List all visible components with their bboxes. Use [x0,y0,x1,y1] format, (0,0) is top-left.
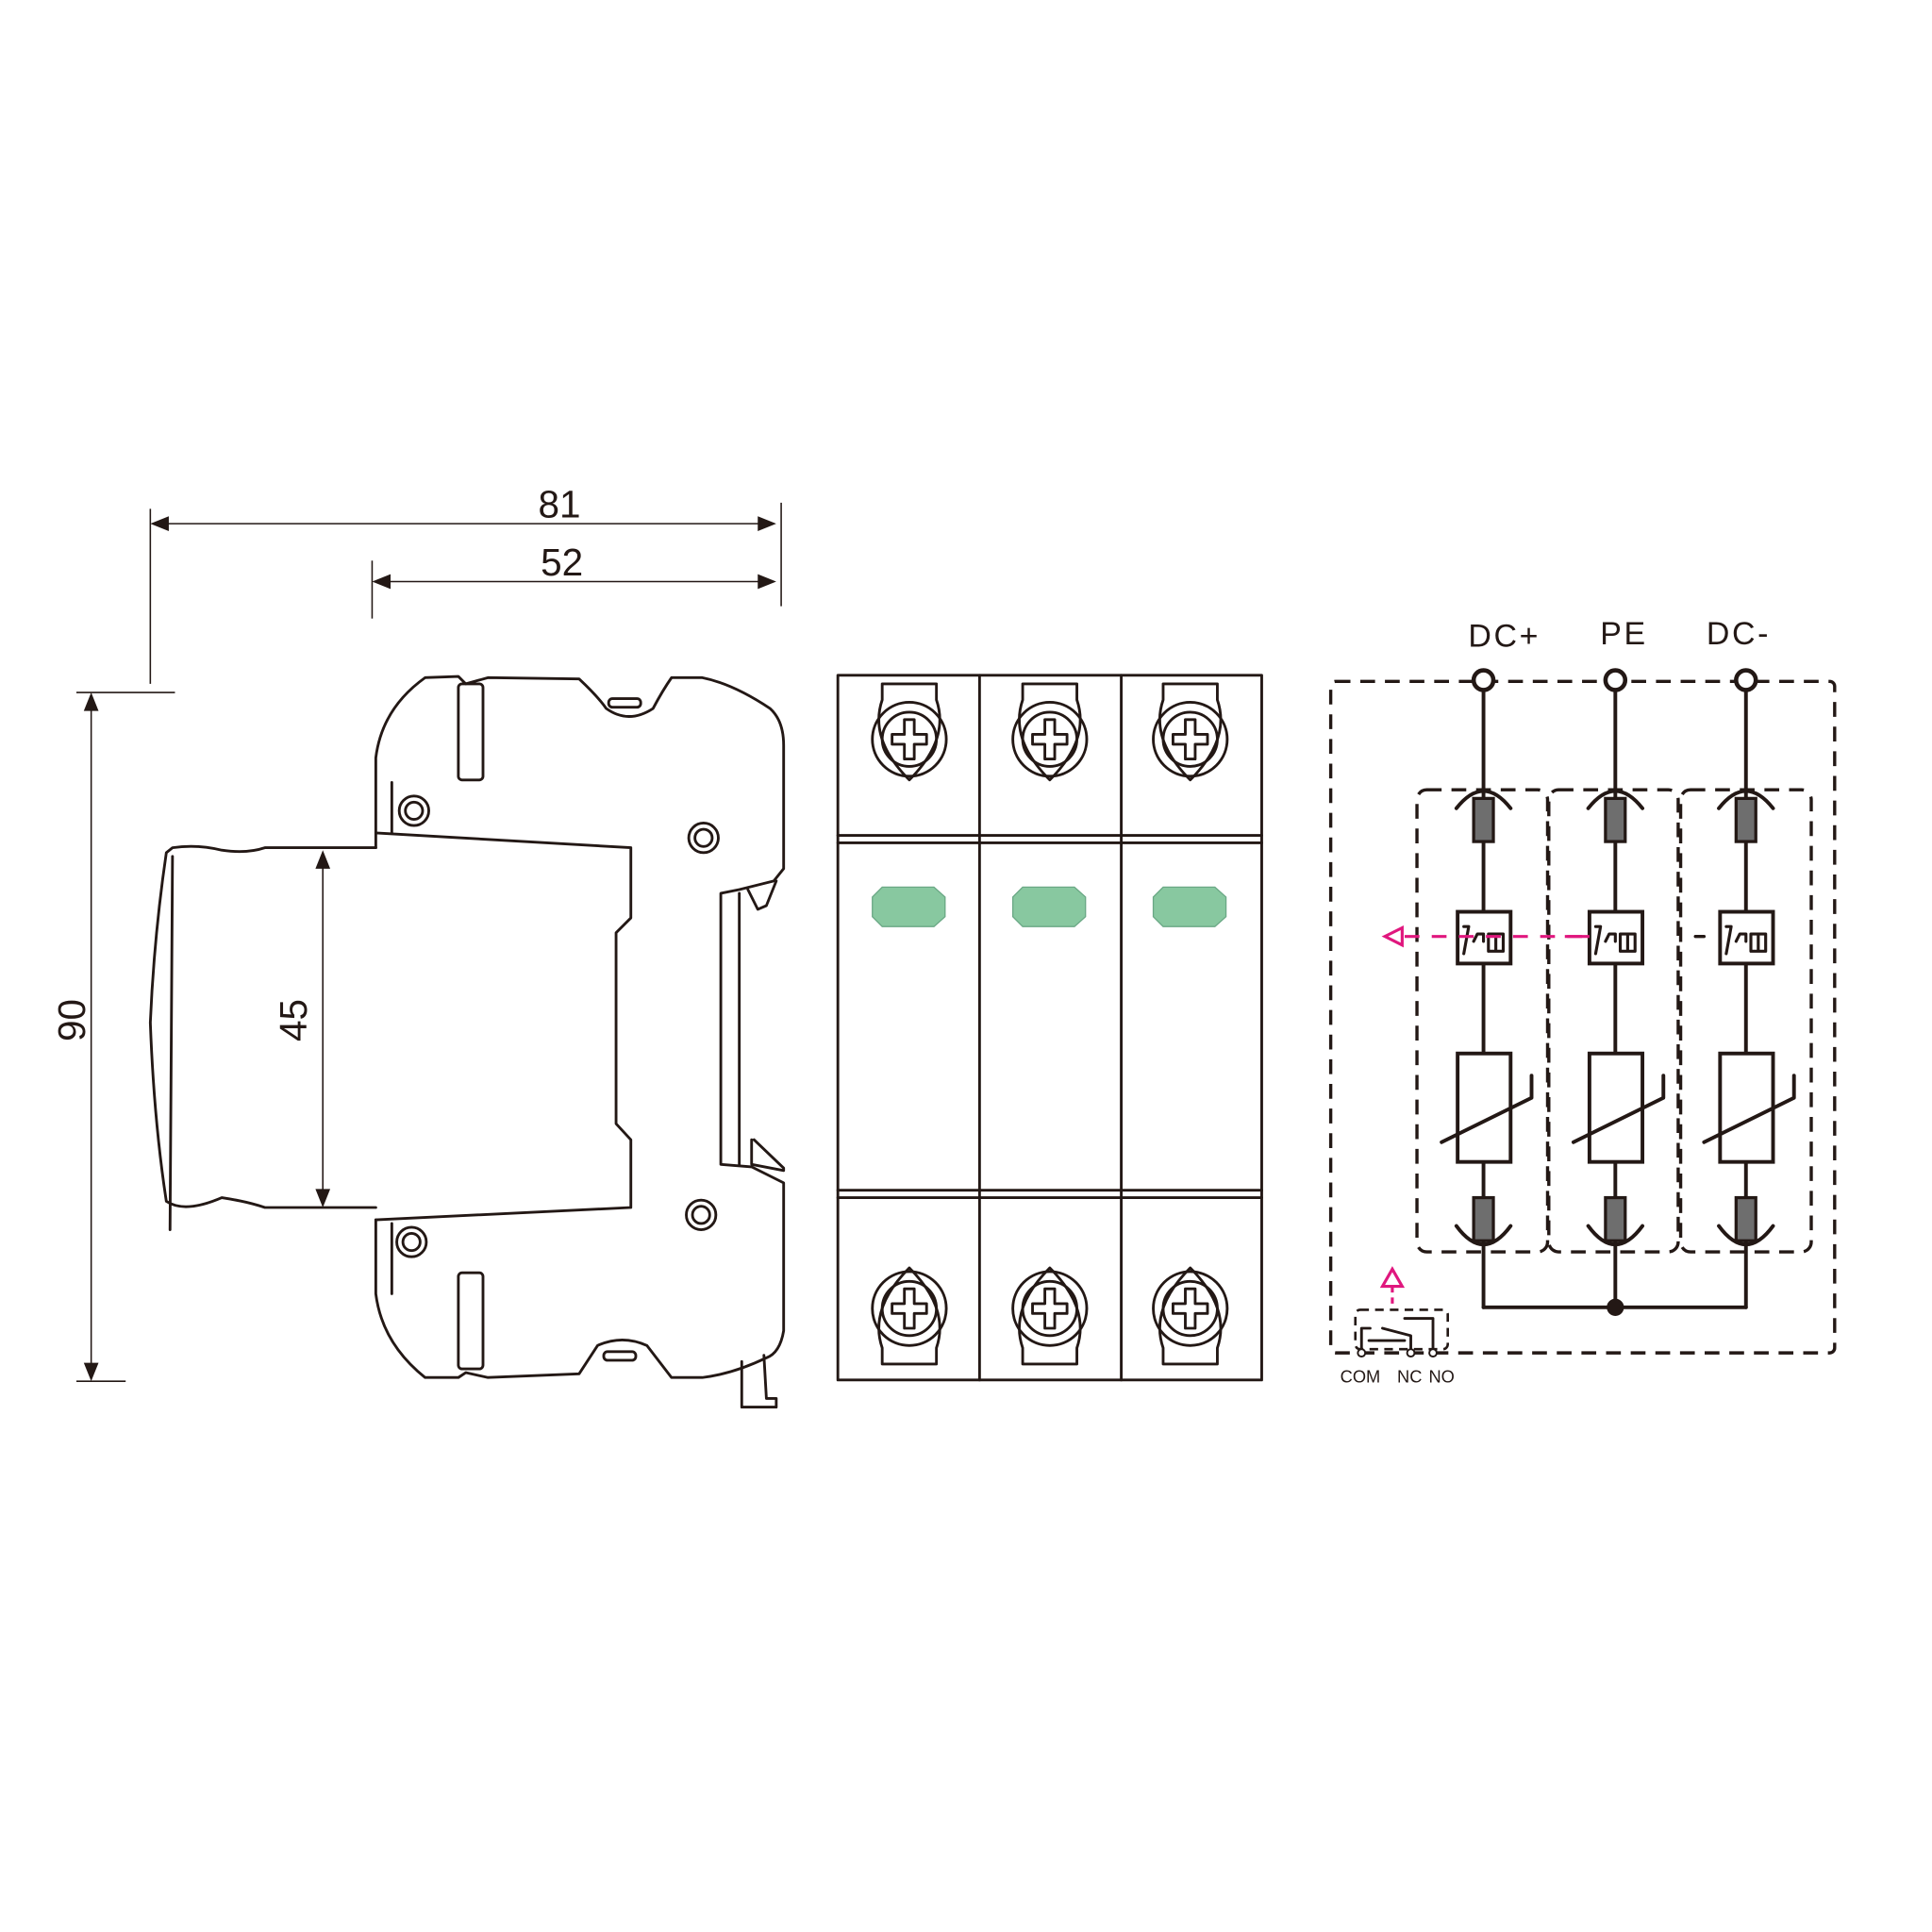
dim-81-label: 81 [538,483,580,526]
dim-52-label: 52 [541,541,583,584]
fuse-icon [1734,796,1757,843]
fuse-icon [1472,1195,1495,1242]
terminal-screw-icon[interactable] [1152,682,1229,782]
protection-path-1 [1440,668,1534,1309]
front-view [836,674,1263,1382]
contact-label-com: COM [1341,1366,1381,1386]
signal-arrow-left-icon [1381,924,1404,948]
fuse-icon [1472,796,1495,843]
fuse-icon [1604,796,1627,843]
status-indicator-window [1011,886,1087,927]
varistor-icon [1571,1051,1666,1164]
terminal-label-dc-plus: DC+ [1468,619,1541,655]
thermal-disconnector-icon [1587,909,1645,966]
dim-90-label: 90 [50,999,93,1041]
module-2 [1011,682,1089,1366]
varistor-icon [1440,1051,1534,1164]
dimension-lines [75,502,782,1382]
status-indicator-window [872,886,946,927]
contact-label-nc: NC [1397,1366,1422,1386]
terminal-label-dc-minus: DC- [1707,616,1771,652]
terminal-circle-icon [1471,668,1496,692]
terminal-screw-icon[interactable] [871,1266,948,1366]
terminal-label-pe: PE [1600,616,1648,652]
terminal-circle-icon [1603,668,1628,692]
terminal-screw-icon[interactable] [871,682,948,782]
junction-dot [1607,1298,1624,1316]
dim-45-label: 45 [272,999,315,1041]
schematic [1328,668,1837,1358]
fuse-icon [1734,1195,1757,1242]
side-view [148,675,786,1409]
contact-label-no: NO [1428,1366,1454,1386]
terminal-screw-icon[interactable] [1011,1266,1089,1366]
terminal-screw-icon[interactable] [1152,1266,1229,1366]
protection-path-3 [1702,668,1796,1309]
module-3 [1152,682,1229,1366]
thermal-disconnector-icon [1718,909,1775,966]
varistor-icon [1702,1051,1796,1164]
fuse-icon [1604,1195,1627,1242]
signal-arrow-up-icon [1379,1266,1406,1289]
status-indicator-window [1152,886,1227,927]
terminal-screw-icon[interactable] [1011,682,1089,782]
module-1 [871,682,948,1366]
terminal-circle-icon [1734,668,1758,692]
protection-path-2 [1571,668,1666,1309]
